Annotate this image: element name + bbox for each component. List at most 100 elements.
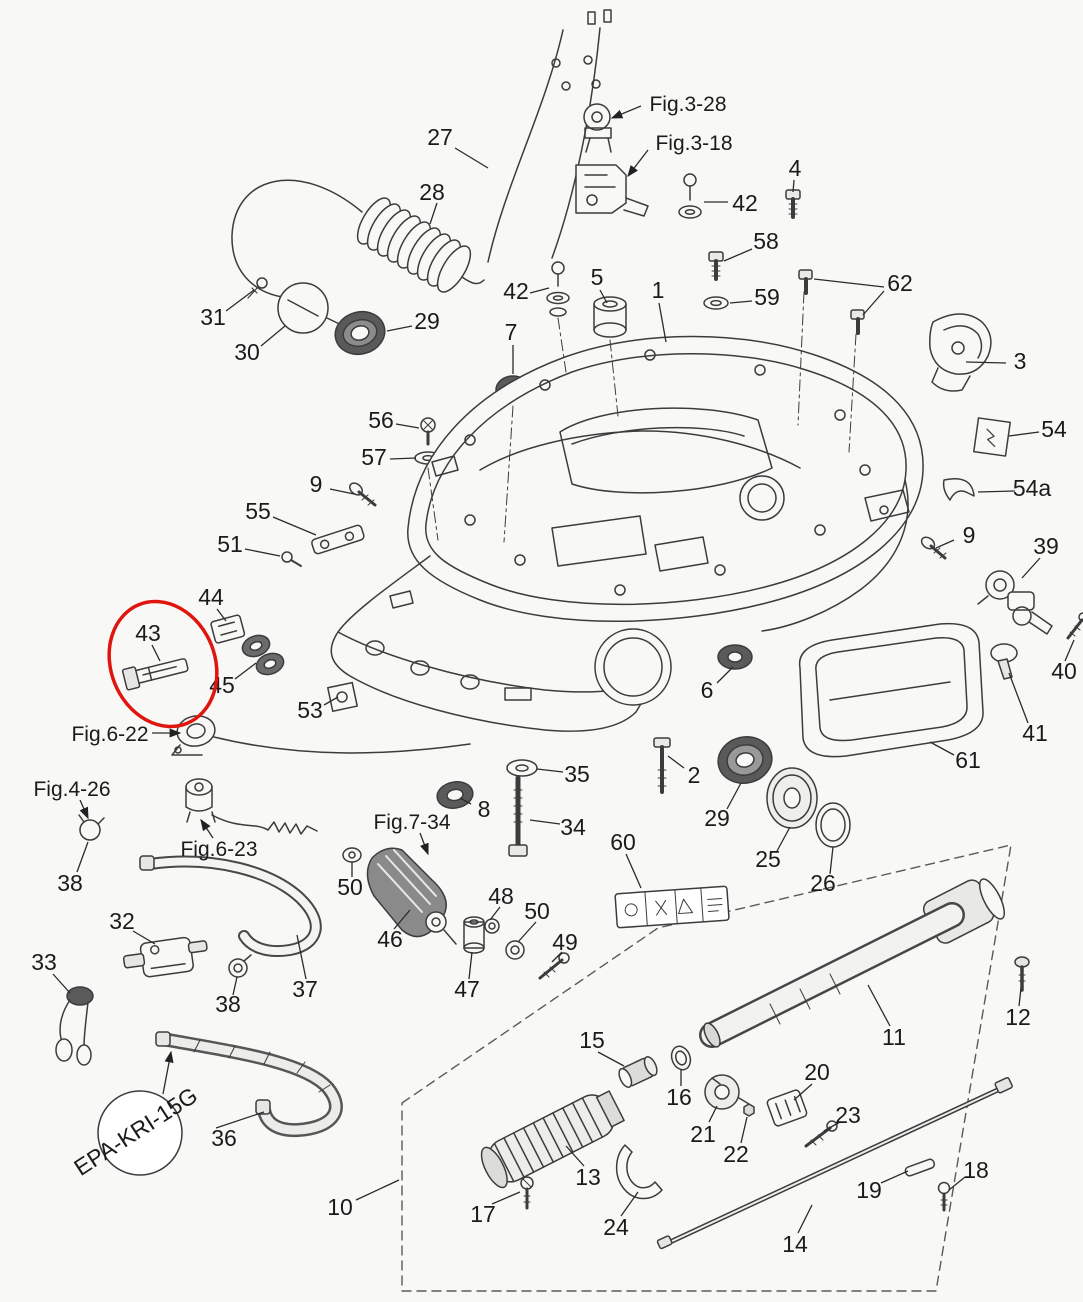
part-clip-44 xyxy=(210,614,246,644)
leader-line xyxy=(793,1083,813,1101)
part-fig-6-23-fuel-joint xyxy=(185,778,318,835)
part-label-8: 8 xyxy=(478,796,491,822)
leader-line xyxy=(323,696,339,706)
leader-line xyxy=(610,105,642,119)
leader-line xyxy=(823,1121,841,1132)
part-throttle-drum-21 xyxy=(704,1074,750,1110)
part-fig-3-28-assembly xyxy=(583,103,612,153)
part-label-49: 49 xyxy=(552,929,578,955)
part-label-41: 41 xyxy=(1022,720,1048,746)
figure-ref-fig-3-28: Fig.3-28 xyxy=(649,93,726,116)
leader-line xyxy=(529,287,550,294)
part-oring-26 xyxy=(815,802,851,848)
leader-line xyxy=(729,300,753,304)
part-bushing-5 xyxy=(593,296,627,338)
part-label-9: 9 xyxy=(310,471,323,497)
leader-line xyxy=(225,289,255,312)
part-clamp-38-bottom xyxy=(228,954,252,978)
part-label-29: 29 xyxy=(704,805,730,831)
leader-line xyxy=(620,1191,639,1217)
leader-line xyxy=(813,278,885,288)
leader-line xyxy=(792,179,795,193)
dashed-group-boundary xyxy=(401,844,1012,1292)
figure-ref-fig-3-18: Fig.3-18 xyxy=(655,132,732,155)
part-label-53: 53 xyxy=(297,697,323,723)
leader-line xyxy=(565,1145,585,1167)
part-label-54a: 54a xyxy=(1013,475,1052,501)
leader-line xyxy=(597,1051,625,1067)
part-label-38: 38 xyxy=(57,870,83,896)
part-label-38: 38 xyxy=(215,991,241,1017)
part-label-16: 16 xyxy=(666,1084,692,1110)
figure-ref-fig-6-22: Fig.6-22 xyxy=(71,723,148,746)
part-bolt-34 xyxy=(508,775,528,857)
leader-line xyxy=(52,973,71,994)
part-label-31: 31 xyxy=(200,304,226,330)
part-label-57: 57 xyxy=(361,444,387,470)
epa-sticker-circle xyxy=(97,1090,183,1176)
part-throttle-rod-14 xyxy=(656,1076,1013,1250)
part-label-43: 43 xyxy=(135,620,161,646)
part-screw-51 xyxy=(281,551,302,567)
part-fuel-cock-39 xyxy=(977,570,1053,635)
part-label-30: 30 xyxy=(234,339,260,365)
part-label-46: 46 xyxy=(377,926,403,952)
part-half-bushing-24 xyxy=(615,1144,663,1200)
leader-line xyxy=(79,799,89,820)
leader-line xyxy=(454,147,489,169)
part-label-35: 35 xyxy=(564,761,590,787)
leader-line xyxy=(234,662,257,680)
part-label-55: 55 xyxy=(245,498,271,524)
part-screw-washer-42-right xyxy=(678,173,702,219)
part-knob-41 xyxy=(990,643,1018,680)
part-screw-31 xyxy=(247,277,268,299)
leader-line xyxy=(1064,639,1075,662)
part-fig-3-18-bracket xyxy=(575,164,649,217)
leader-line xyxy=(393,909,411,930)
part-label-33: 33 xyxy=(31,949,57,975)
part-label-42: 42 xyxy=(732,190,758,216)
part-label-44: 44 xyxy=(198,584,224,610)
part-label-62: 62 xyxy=(887,270,913,296)
part-latch-43 xyxy=(121,658,189,691)
part-screw-17 xyxy=(520,1176,534,1210)
part-screw-9-left xyxy=(348,482,377,507)
leader-line xyxy=(232,976,238,996)
part-label-22: 22 xyxy=(723,1141,749,1167)
part-grommets-45 xyxy=(241,634,285,676)
part-label-1: 1 xyxy=(652,277,665,303)
leader-line xyxy=(929,741,955,756)
figure-ref-fig-4-26: Fig.4-26 xyxy=(33,778,110,801)
leader-line xyxy=(517,921,537,943)
part-spring-28 xyxy=(231,179,485,299)
leader-line xyxy=(260,325,286,347)
leader-line xyxy=(948,1176,966,1191)
part-label-12: 12 xyxy=(1005,1004,1031,1030)
part-hook-54a xyxy=(942,478,975,501)
leader-line xyxy=(491,1191,521,1205)
part-fuel-hose-37 xyxy=(139,855,322,957)
leader-line xyxy=(599,289,608,304)
part-label-59: 59 xyxy=(754,284,780,310)
leader-line xyxy=(355,1179,400,1201)
part-label-50: 50 xyxy=(524,898,550,924)
leader-line xyxy=(862,290,885,316)
part-screw-40 xyxy=(1066,612,1083,640)
part-label-4: 4 xyxy=(789,155,802,181)
leader-line xyxy=(429,202,438,225)
part-pin-19 xyxy=(904,1158,936,1177)
leader-line xyxy=(740,1116,748,1144)
part-tray-61 xyxy=(798,622,984,758)
part-label-19: 19 xyxy=(856,1177,882,1203)
leader-line xyxy=(723,248,753,262)
leader-line xyxy=(667,755,685,769)
leader-line xyxy=(551,951,563,963)
leader-line xyxy=(977,490,1016,493)
part-label-25: 25 xyxy=(755,846,781,872)
leader-line xyxy=(329,488,355,495)
part-label-39: 39 xyxy=(1033,533,1059,559)
leader-line xyxy=(708,1105,718,1123)
part-grommet-8 xyxy=(436,781,474,809)
part-label-60: 60 xyxy=(610,829,636,855)
